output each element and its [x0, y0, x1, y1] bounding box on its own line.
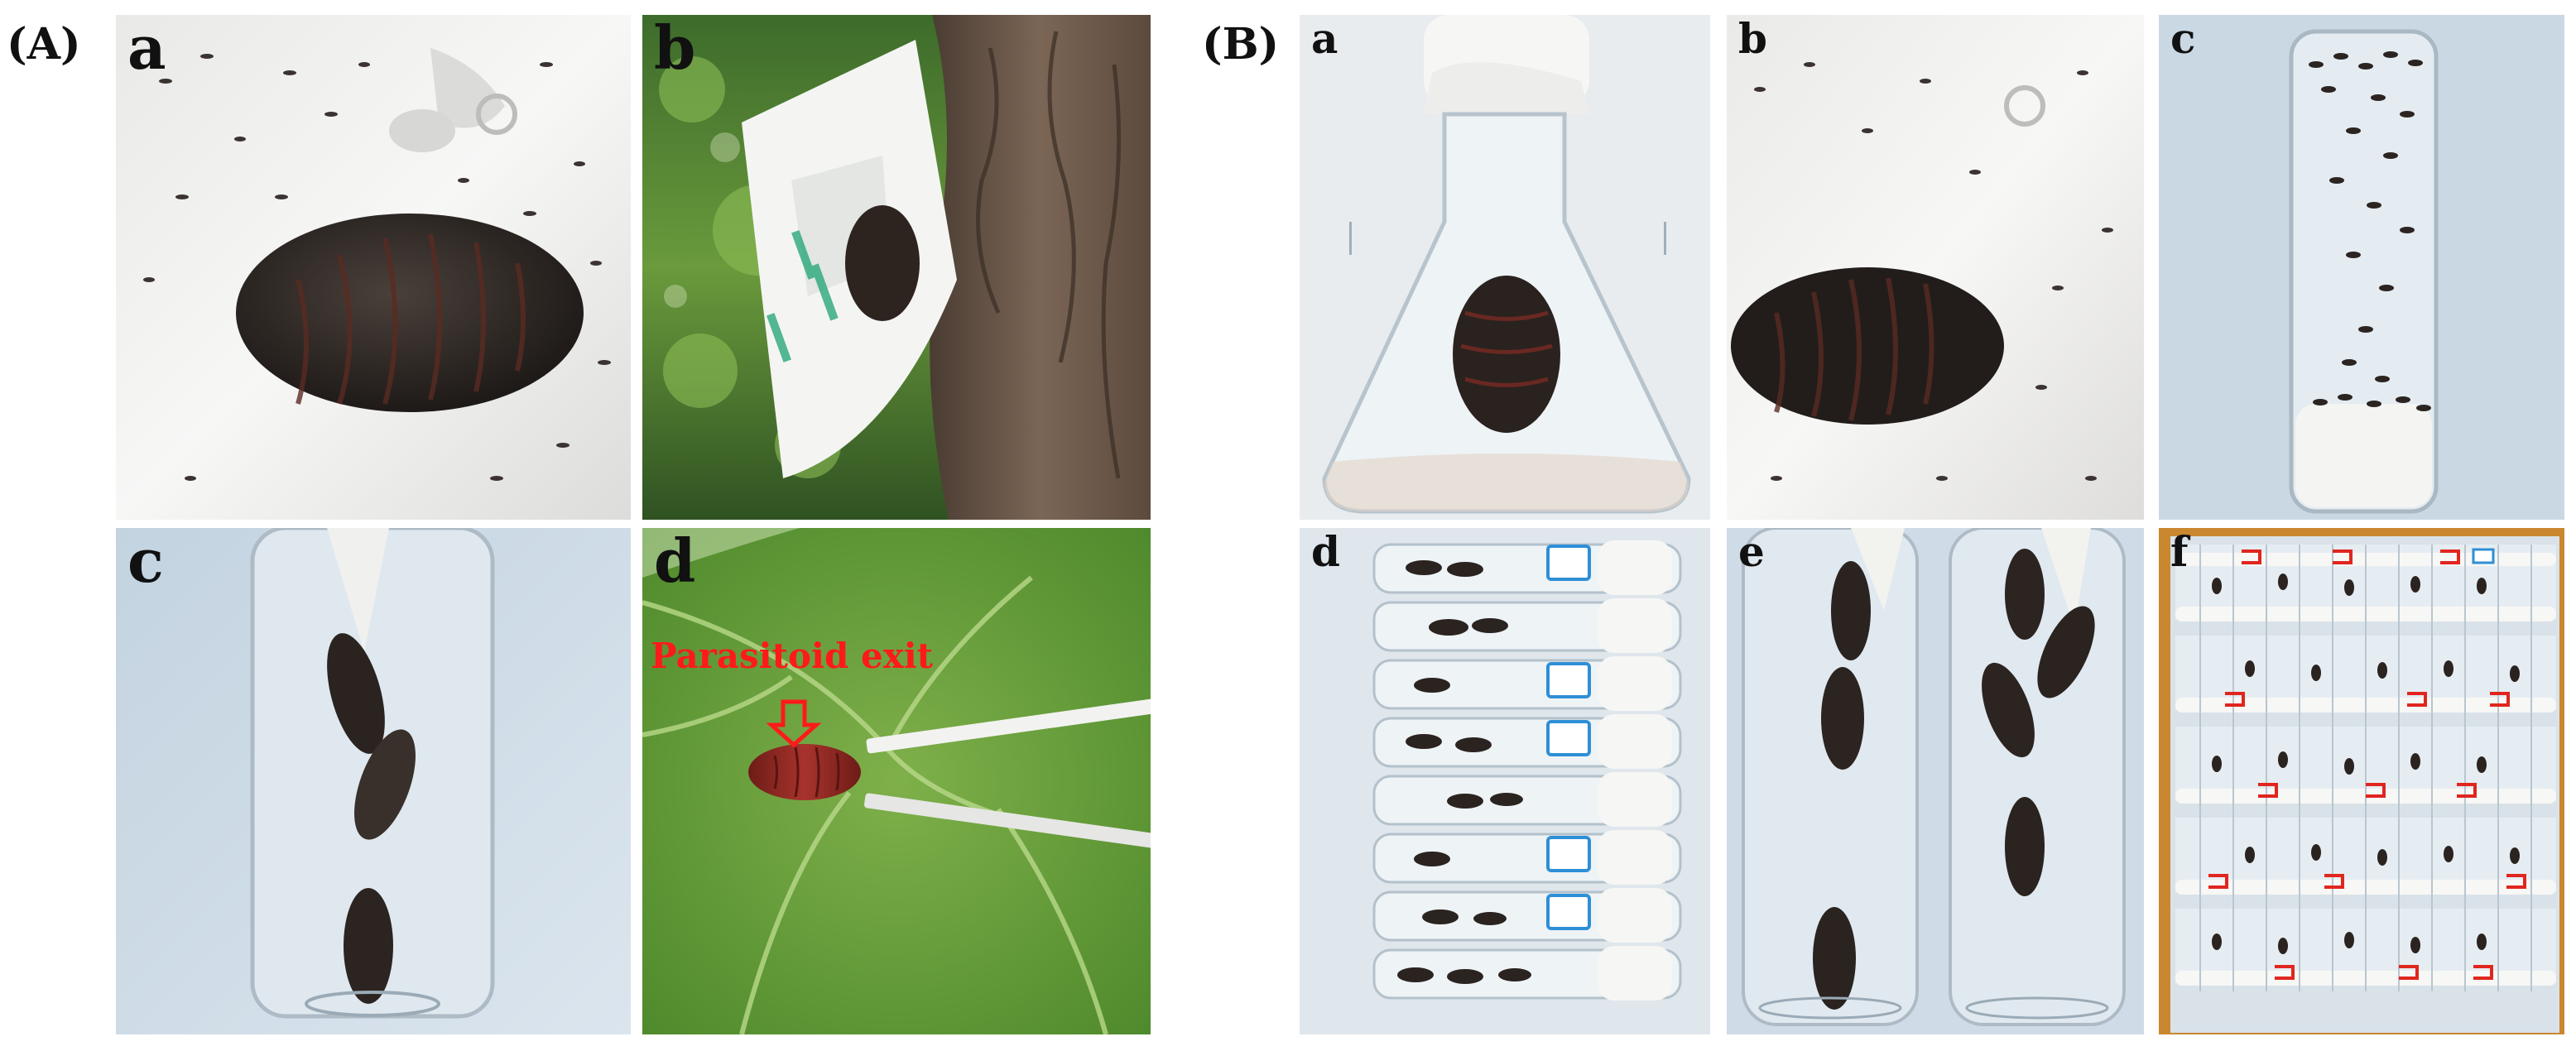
panel-b-label: (B) — [1202, 19, 1280, 70]
panel-b-e-letter: e — [1738, 528, 1765, 576]
panel-b-b-photo: b — [1727, 15, 2144, 520]
parasitoid-exit-annotation: Parasitoid exit — [651, 636, 934, 676]
panel-b-a-photo: a — [1300, 15, 1710, 520]
panel-b-c-letter: c — [2170, 15, 2196, 63]
panel-b-e-photo: e — [1727, 528, 2144, 1034]
panel-b-f-photo: f — [2159, 528, 2564, 1034]
panel-b-a-letter: a — [1311, 15, 1338, 63]
panel-b-f-letter: f — [2170, 528, 2189, 576]
panel-b-c-photo: c — [2159, 15, 2564, 520]
panel-a-d-letter: d — [654, 528, 696, 596]
panel-a-a-letter: a — [127, 15, 166, 83]
panel-b-d-photo: d — [1300, 528, 1710, 1034]
panel-a-b-letter: b — [654, 15, 696, 83]
panel-b-b-letter: b — [1738, 15, 1767, 63]
panel-a-c-photo: c — [116, 528, 631, 1034]
panel-a-c-letter: c — [127, 528, 164, 596]
panel-a-label: (A) — [7, 19, 81, 70]
panel-a-b-photo: b — [642, 15, 1151, 520]
panel-a-a-photo: a — [116, 15, 631, 520]
panel-b-d-letter: d — [1311, 528, 1340, 576]
panel-a-d-photo: d Parasitoid exit — [642, 528, 1151, 1034]
